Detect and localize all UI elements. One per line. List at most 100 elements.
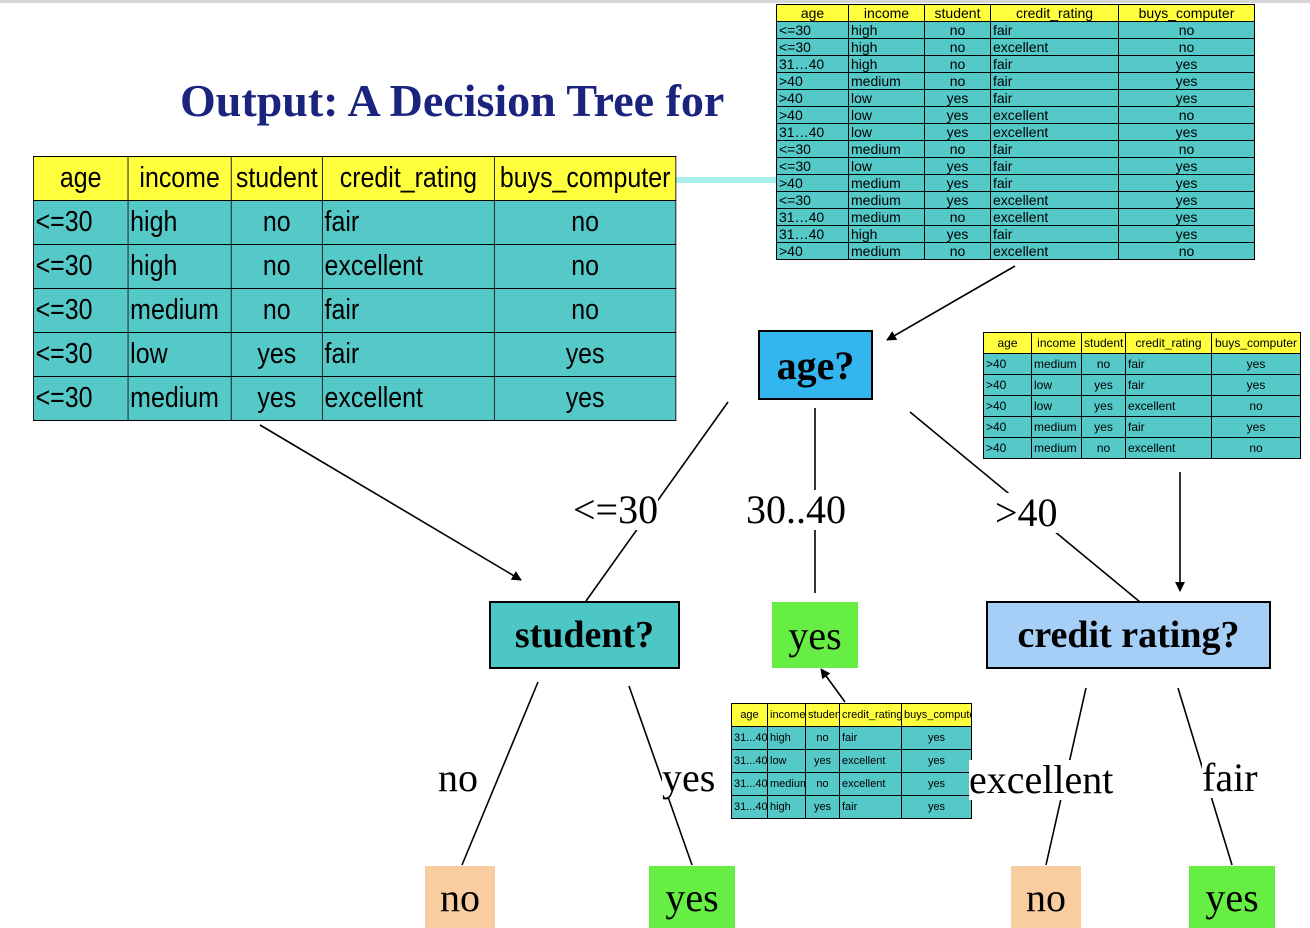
table-cell: low xyxy=(848,89,925,107)
table-cell: yes xyxy=(805,749,840,773)
table-cell: yes xyxy=(924,157,991,175)
table-cell: <=30 xyxy=(776,157,849,175)
col-header: income xyxy=(767,703,806,727)
col-header: credit_rating xyxy=(321,156,495,201)
table-cell: yes xyxy=(1211,353,1301,375)
table-cell: no xyxy=(1118,38,1255,56)
table-cell: 31…40 xyxy=(776,123,849,141)
table-cell: >40 xyxy=(983,437,1032,459)
table-cell: >40 xyxy=(776,89,849,107)
table-cell: fair xyxy=(1125,374,1212,396)
training-data-table: age income student credit_rating buys_co… xyxy=(776,4,1255,260)
table-cell: yes xyxy=(924,123,991,141)
table-cell: high xyxy=(127,200,232,245)
table-cell: fair xyxy=(321,288,495,333)
age-node: age? xyxy=(758,330,873,400)
table-cell: excellent xyxy=(990,38,1119,56)
table-cell: no xyxy=(1081,437,1126,459)
table-cell: fair xyxy=(990,72,1119,90)
table-cell: excellent xyxy=(1125,437,1212,459)
col-header: buys_computer xyxy=(901,703,972,727)
table-cell: >40 xyxy=(776,106,849,124)
table-cell: low xyxy=(848,123,925,141)
table-cell: 31…40 xyxy=(776,208,849,226)
table-cell: fair xyxy=(990,89,1119,107)
col-header: income xyxy=(127,156,232,201)
table-cell: medium xyxy=(848,242,925,260)
table-cell: 31...40 xyxy=(731,726,768,750)
table-cell: fair xyxy=(990,174,1119,192)
leaf-no-credit: no xyxy=(1011,866,1081,928)
table-cell: low xyxy=(767,749,806,773)
table-cell: fair xyxy=(321,332,495,377)
table-cell: medium xyxy=(1031,353,1082,375)
table-cell: excellent xyxy=(990,191,1119,209)
table-cell: yes xyxy=(924,191,991,209)
table-cell: excellent xyxy=(839,772,902,796)
table-cell: fair xyxy=(990,140,1119,158)
table-cell: no xyxy=(1211,395,1301,417)
table-cell: medium xyxy=(127,288,232,333)
table-cell: low xyxy=(127,332,232,377)
table-cell: medium xyxy=(848,191,925,209)
table-cell: 31...40 xyxy=(731,795,768,819)
col-header: age xyxy=(983,332,1032,354)
table-cell: medium xyxy=(848,72,925,90)
col-header: student xyxy=(805,703,840,727)
table-cell: fair xyxy=(990,225,1119,243)
table-cell: medium xyxy=(127,376,232,421)
table-cell: high xyxy=(767,795,806,819)
table-cell: excellent xyxy=(990,106,1119,124)
leaf-yes-student: yes xyxy=(649,866,735,928)
col-header: buys_computer xyxy=(1211,332,1301,354)
credit-rating-node: credit rating? xyxy=(986,601,1271,669)
table-cell: yes xyxy=(493,332,677,377)
slide-title: Output: A Decision Tree for xyxy=(180,75,725,126)
table-cell: 31…40 xyxy=(776,225,849,243)
table-cell: yes xyxy=(1118,123,1255,141)
table-cell: no xyxy=(230,288,323,333)
table-cell: 31...40 xyxy=(731,772,768,796)
table-cell: yes xyxy=(924,106,991,124)
table-cell: yes xyxy=(1211,416,1301,438)
col-header: credit_rating xyxy=(1125,332,1212,354)
col-header: buys_computer xyxy=(493,156,677,201)
table-cell: yes xyxy=(230,332,323,377)
table-cell: no xyxy=(805,726,840,750)
table-cell: fair xyxy=(321,200,495,245)
table-cell: no xyxy=(230,200,323,245)
table-cell: no xyxy=(1118,140,1255,158)
table-cell: excellent xyxy=(1125,395,1212,417)
table-cell: high xyxy=(848,21,925,39)
table-cell: excellent xyxy=(990,208,1119,226)
col-header: income xyxy=(848,4,925,22)
table-cell: low xyxy=(1031,395,1082,417)
table-cell: <=30 xyxy=(776,21,849,39)
table-cell: excellent xyxy=(839,749,902,773)
table-cell: no xyxy=(493,288,677,333)
table-cell: yes xyxy=(805,795,840,819)
table-cell: high xyxy=(767,726,806,750)
table-cell: 31...40 xyxy=(731,749,768,773)
gt40-subset-table: age income student credit_rating buys_co… xyxy=(983,332,1301,459)
table-cell: no xyxy=(924,72,991,90)
table-cell: <=30 xyxy=(33,332,129,377)
table-cell: excellent xyxy=(321,244,495,289)
table-cell: >40 xyxy=(983,353,1032,375)
table-cell: yes xyxy=(901,726,972,750)
